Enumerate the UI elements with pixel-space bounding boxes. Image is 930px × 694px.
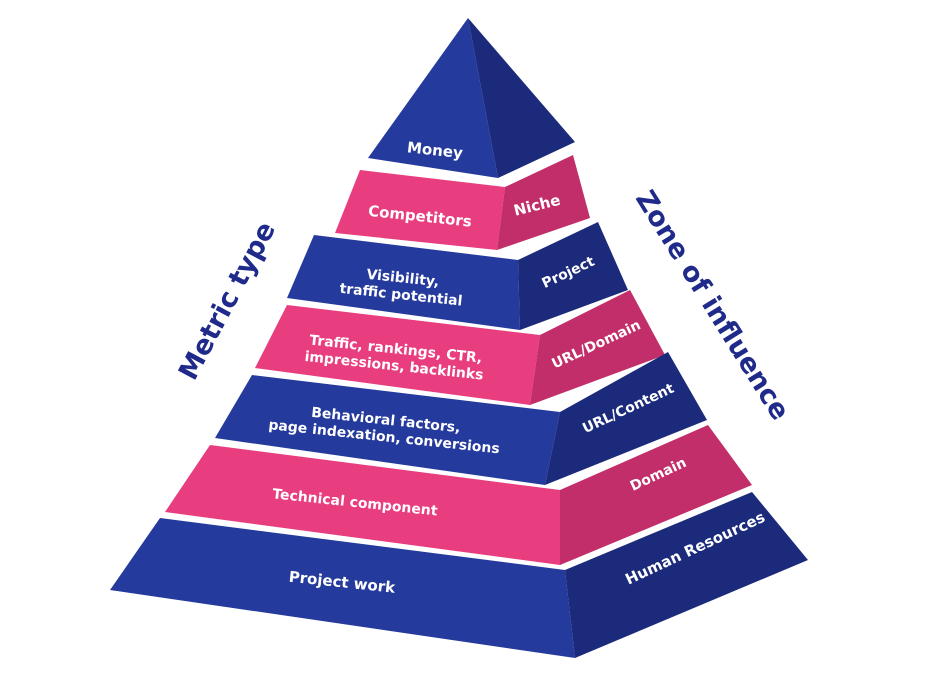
level-side-face (565, 492, 808, 658)
pyramid-level: Traffic, rankings, CTR,impressions, back… (255, 290, 665, 405)
pyramid-level: Behavioral factors,page indexation, conv… (215, 352, 707, 485)
level-side-face (497, 155, 590, 250)
level-side-face (530, 290, 665, 405)
level-front-face (368, 18, 498, 178)
level-front-face (165, 445, 560, 565)
level-front-face (110, 518, 575, 658)
level-front-face (335, 170, 505, 250)
level-metric-label: Money (406, 138, 464, 162)
level-side-face (545, 352, 707, 485)
pyramid-level: Money (368, 18, 575, 178)
level-side-face (468, 18, 575, 178)
level-front-face (255, 305, 540, 405)
level-side-face (518, 222, 628, 330)
level-front-face (287, 235, 520, 330)
level-side-face (560, 425, 752, 565)
level-front-face (215, 375, 560, 485)
